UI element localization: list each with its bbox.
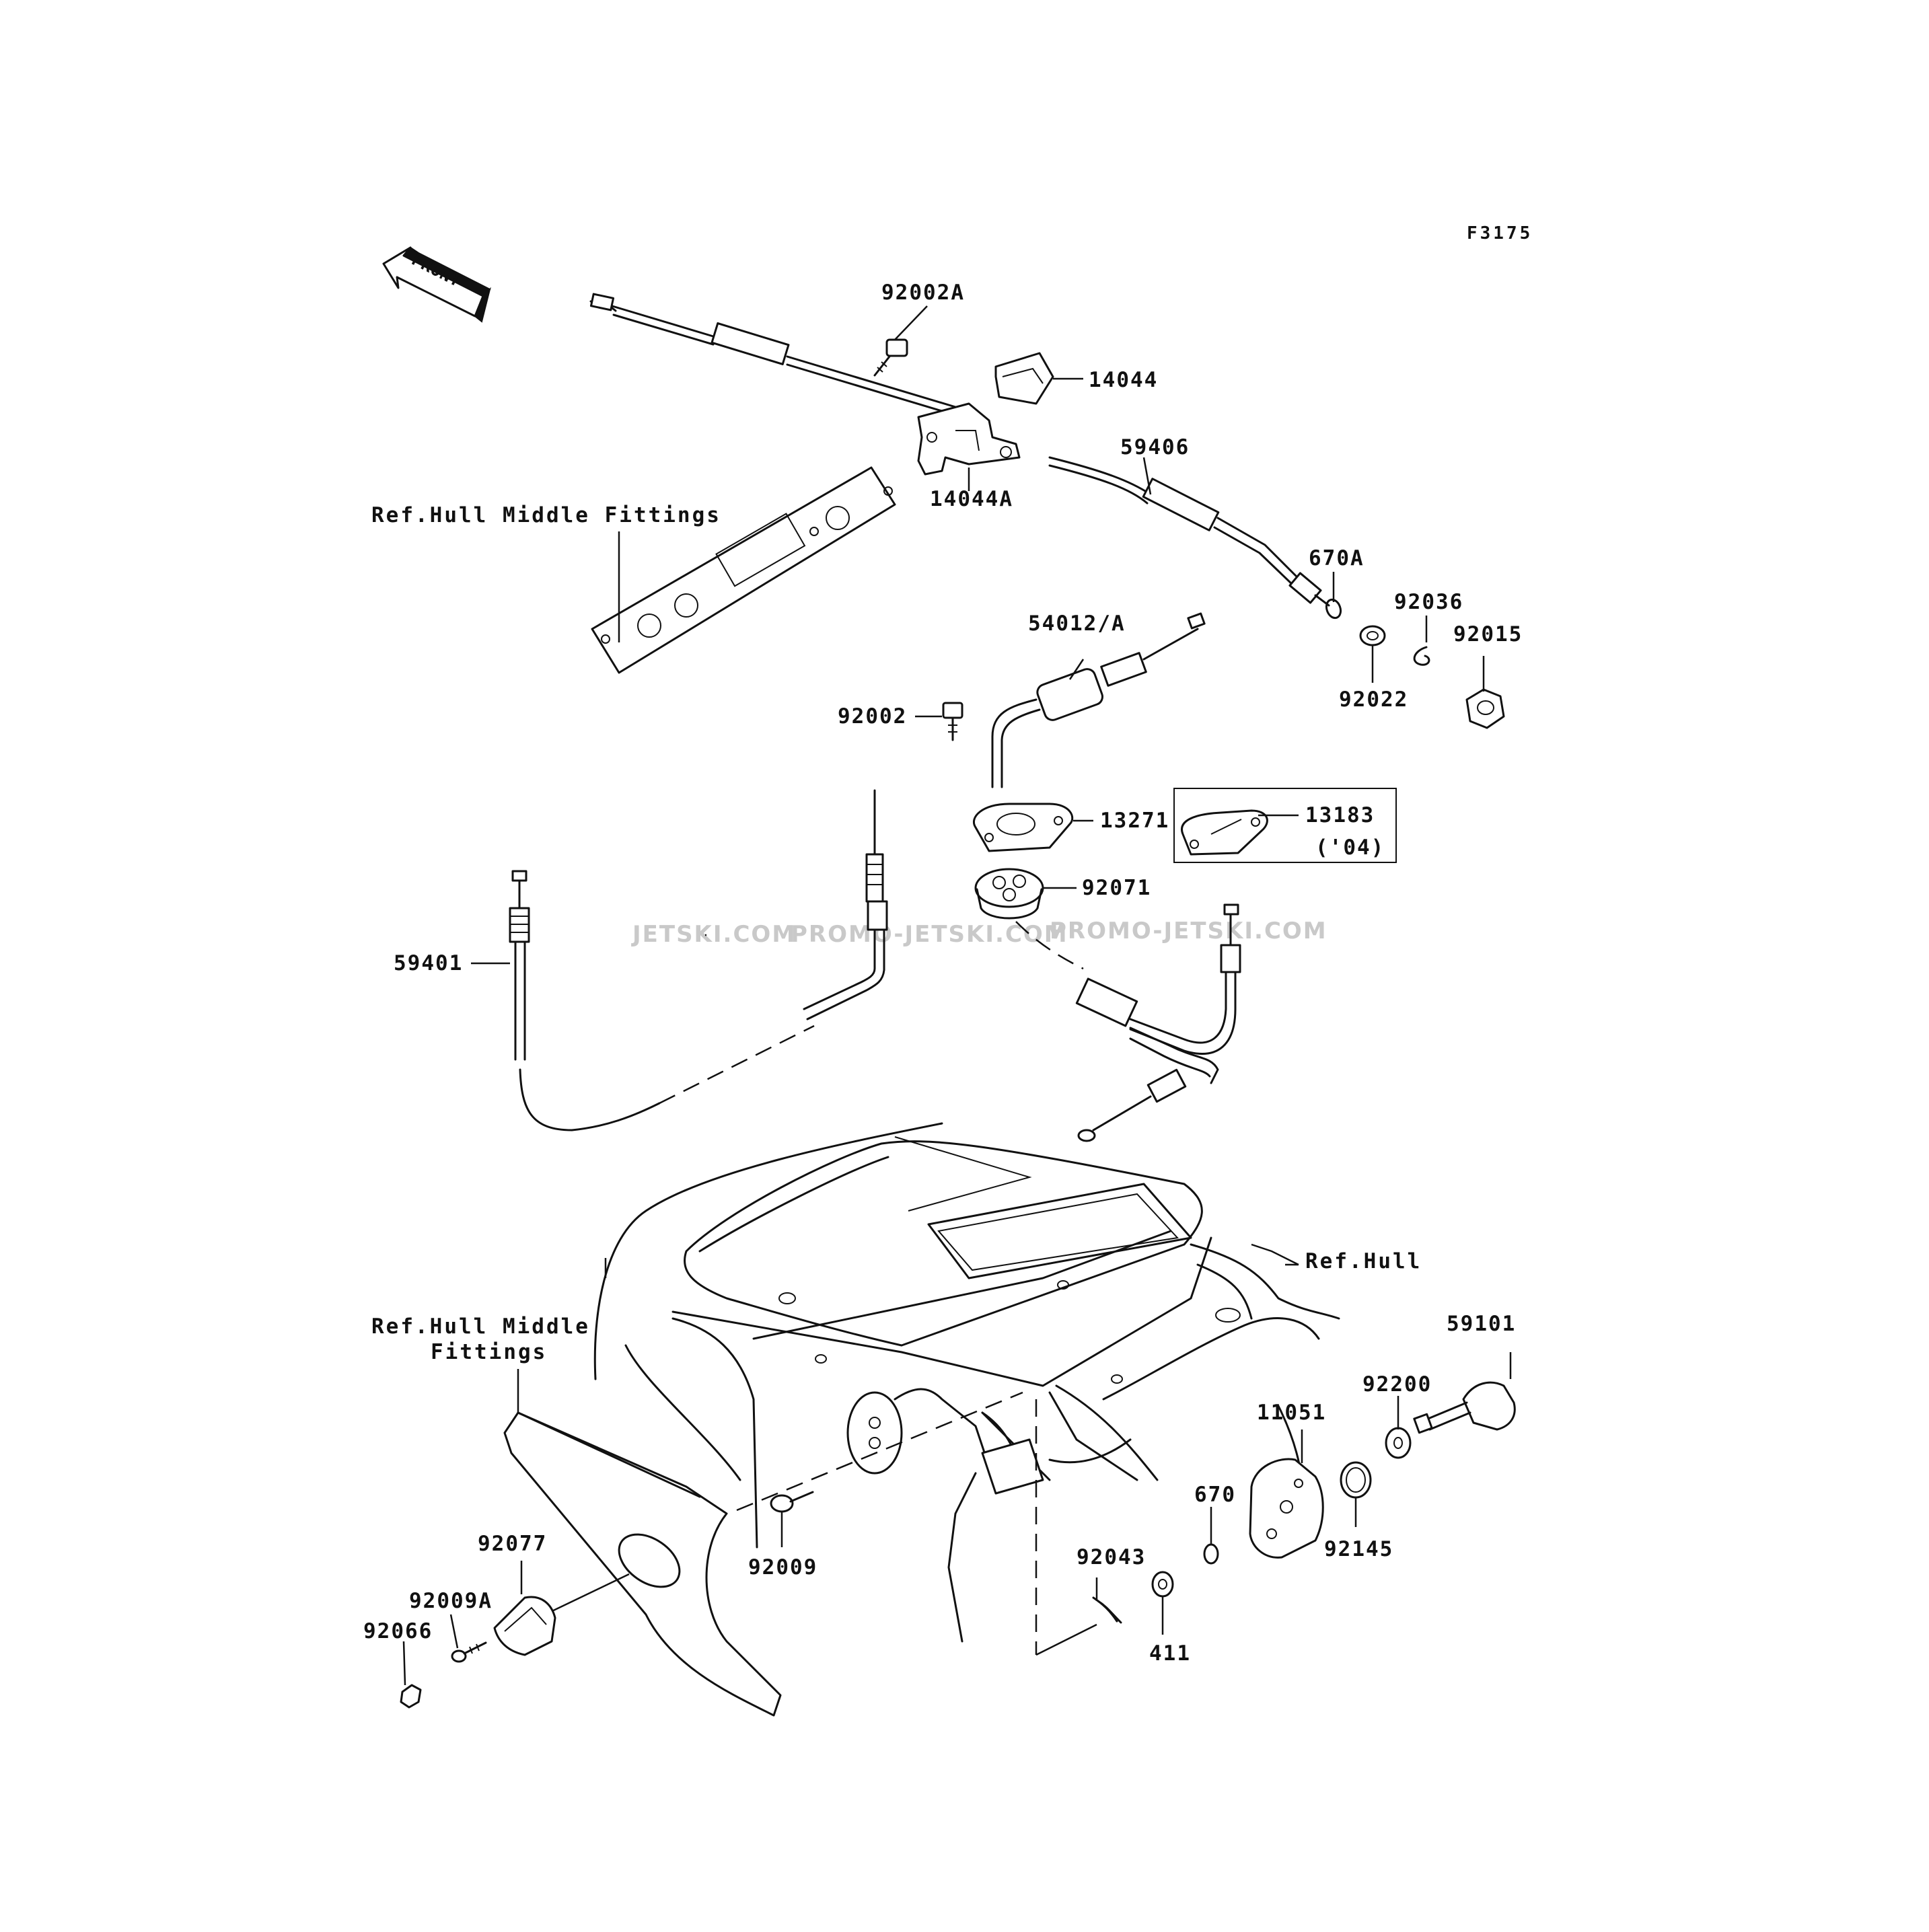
washer-92200 bbox=[1385, 1427, 1412, 1459]
ref-hull: Ref.Hull bbox=[1305, 1249, 1422, 1273]
cable-junction bbox=[1015, 903, 1241, 1142]
label-92015: 92015 bbox=[1453, 622, 1523, 646]
screw-92009A bbox=[451, 1641, 487, 1663]
label-13271: 13271 bbox=[1100, 809, 1169, 833]
washer-411 bbox=[1151, 1571, 1174, 1598]
label-92036: 92036 bbox=[1394, 590, 1463, 614]
label-92200: 92200 bbox=[1362, 1372, 1432, 1397]
label-670A: 670A bbox=[1309, 546, 1364, 570]
lead-92077-cable bbox=[544, 1573, 630, 1616]
cable-59401-mid bbox=[803, 789, 888, 1020]
lead-92043 bbox=[1035, 1623, 1097, 1656]
label-14044: 14044 bbox=[1089, 368, 1158, 392]
choke-cable-54012A bbox=[991, 612, 1206, 788]
label-92022: 92022 bbox=[1339, 688, 1408, 712]
label-14044A: 14044A bbox=[930, 487, 1013, 511]
bolt-92002 bbox=[942, 702, 963, 741]
ref-hull-middle-fittings-bottom-line1: Ref.Hull Middle bbox=[371, 1314, 590, 1339]
bolt-92009 bbox=[770, 1491, 814, 1513]
pin-92043 bbox=[1092, 1596, 1122, 1624]
watermark-text-3: PROMO-JETSKI.COM bbox=[1050, 918, 1327, 944]
plate-13183-box bbox=[1173, 788, 1397, 863]
grommet-92071 bbox=[974, 868, 1044, 920]
label-92009: 92009 bbox=[748, 1555, 817, 1580]
hull-middle-fittings-panel-top bbox=[591, 466, 896, 674]
oring-670A bbox=[1325, 598, 1342, 620]
watermark-text-1: JETSKI.COM bbox=[631, 921, 796, 948]
nut-92066 bbox=[400, 1684, 422, 1709]
label-92066: 92066 bbox=[363, 1619, 433, 1643]
clip-92036 bbox=[1413, 646, 1430, 666]
throttle-cable-upper bbox=[589, 293, 1330, 607]
leader-lines bbox=[402, 305, 1512, 1686]
clip-14044 bbox=[994, 352, 1054, 405]
label-11051: 11051 bbox=[1257, 1401, 1326, 1425]
label-59401: 59401 bbox=[394, 951, 463, 975]
plate-13271 bbox=[973, 803, 1074, 852]
hull-middle-fittings-panel-bottom bbox=[503, 1391, 903, 1717]
washer-92022 bbox=[1359, 625, 1386, 646]
bolt-92002A bbox=[873, 338, 908, 377]
ref-hull-middle-fittings-bottom-line2: Fittings bbox=[431, 1340, 547, 1364]
bracket-14044A bbox=[917, 402, 1021, 476]
ring-92145 bbox=[1340, 1461, 1372, 1499]
cable-59401 bbox=[509, 870, 815, 1131]
watermark-text-2: PROMO-JETSKI.COM bbox=[791, 921, 1068, 948]
label-54012A: 54012/A bbox=[1028, 611, 1126, 636]
hull-body bbox=[593, 1122, 1340, 1643]
label-92043: 92043 bbox=[1077, 1545, 1146, 1569]
nut-92015 bbox=[1465, 688, 1505, 729]
label-411: 411 bbox=[1149, 1641, 1191, 1666]
label-670: 670 bbox=[1194, 1483, 1236, 1507]
labels: 92002A 14044 14044A 59406 670A 92036 920… bbox=[363, 281, 1523, 1666]
label-59101: 59101 bbox=[1447, 1312, 1516, 1336]
oring-670 bbox=[1203, 1543, 1219, 1565]
label-92071: 92071 bbox=[1082, 876, 1151, 900]
plate-11051 bbox=[1249, 1458, 1324, 1559]
label-92009A: 92009A bbox=[409, 1589, 493, 1613]
watermark: JETSKI.COM PROMO-JETSKI.COM PROMO-JETSKI… bbox=[631, 918, 1327, 948]
label-59406: 59406 bbox=[1120, 435, 1190, 459]
label-92002: 92002 bbox=[838, 704, 907, 729]
cap-92077 bbox=[493, 1596, 556, 1656]
ref-hull-middle-fittings-top: Ref.Hull Middle Fittings bbox=[371, 503, 721, 527]
label-92145: 92145 bbox=[1324, 1537, 1393, 1561]
dashed-line-1 bbox=[736, 1391, 1023, 1512]
label-92077: 92077 bbox=[478, 1532, 547, 1556]
diagram-code: F3175 bbox=[1467, 223, 1533, 244]
label-92002A: 92002A bbox=[881, 281, 965, 305]
front-arrow-icon: FRONT bbox=[382, 246, 491, 323]
label-13183: 13183 bbox=[1305, 803, 1375, 827]
label-13183-year: ('04) bbox=[1315, 835, 1385, 860]
knob-59101 bbox=[1413, 1381, 1516, 1434]
